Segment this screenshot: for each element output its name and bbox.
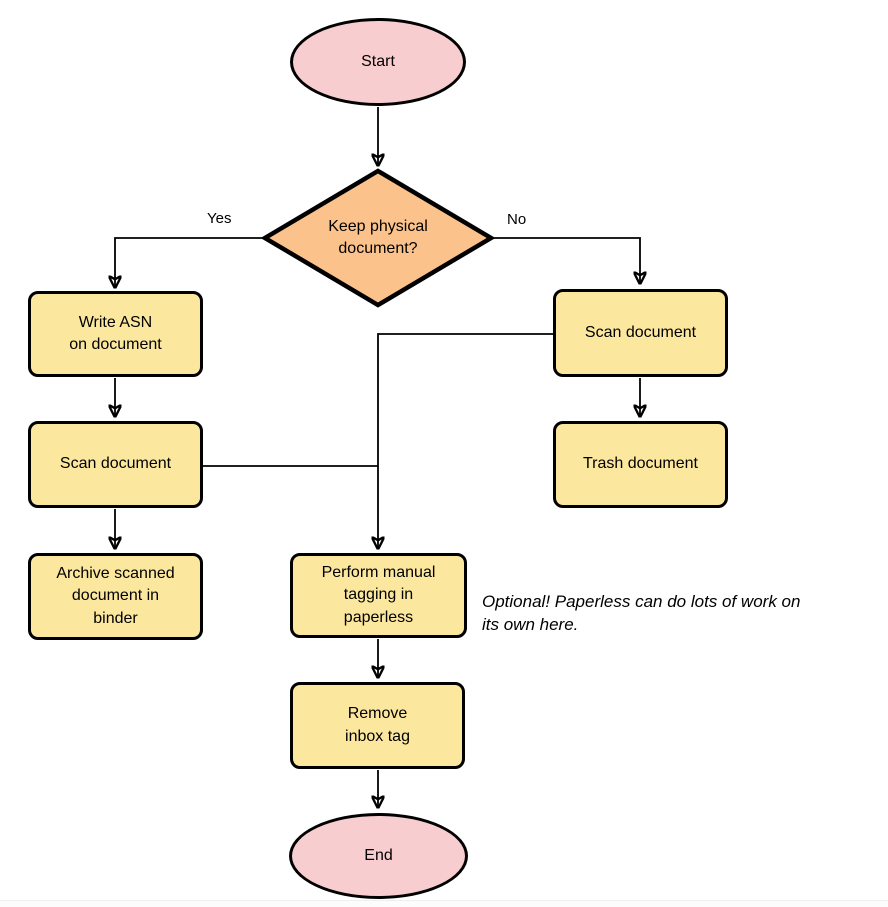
node-archive-document-label: Archive scanned document in binder [56,565,175,627]
edge-label-yes: Yes [205,210,234,227]
page-bottom-edge [0,900,888,907]
node-trash-document-label: Trash document [582,455,698,473]
node-scan-document-right-label: Scan document [584,323,697,341]
node-end-label: End [364,846,393,864]
node-write-asn-label: Write ASN on document [69,313,162,353]
node-trash-document: Trash document [553,421,728,508]
node-write-asn: Write ASN on document [28,291,203,377]
edge-decision-no-to-scan [490,237,640,282]
node-decision-label: Keep physical document? [328,217,428,257]
node-start-label: Start [361,52,395,70]
node-manual-tagging: Perform manual tagging in paperless [290,553,467,638]
node-scan-document-right: Scan document [553,289,728,377]
edge-scanright-to-tagging [378,333,553,547]
edge-decision-yes-to-write [115,237,266,286]
edge-label-no: No [505,211,529,228]
decision-diamond-shape [262,168,494,308]
node-scan-document-left: Scan document [28,421,203,508]
node-start: Start [290,18,466,106]
node-remove-inbox-tag-label: Remove inbox tag [345,705,410,745]
node-decision: Keep physical document? [262,168,494,308]
node-end: End [289,813,468,899]
node-scan-document-left-label: Scan document [59,455,172,473]
node-manual-tagging-label: Perform manual tagging in paperless [321,564,436,626]
node-remove-inbox-tag: Remove inbox tag [290,682,465,769]
annotation-note: Optional! Paperless can do lots of work … [482,592,801,634]
node-archive-document: Archive scanned document in binder [28,553,203,640]
